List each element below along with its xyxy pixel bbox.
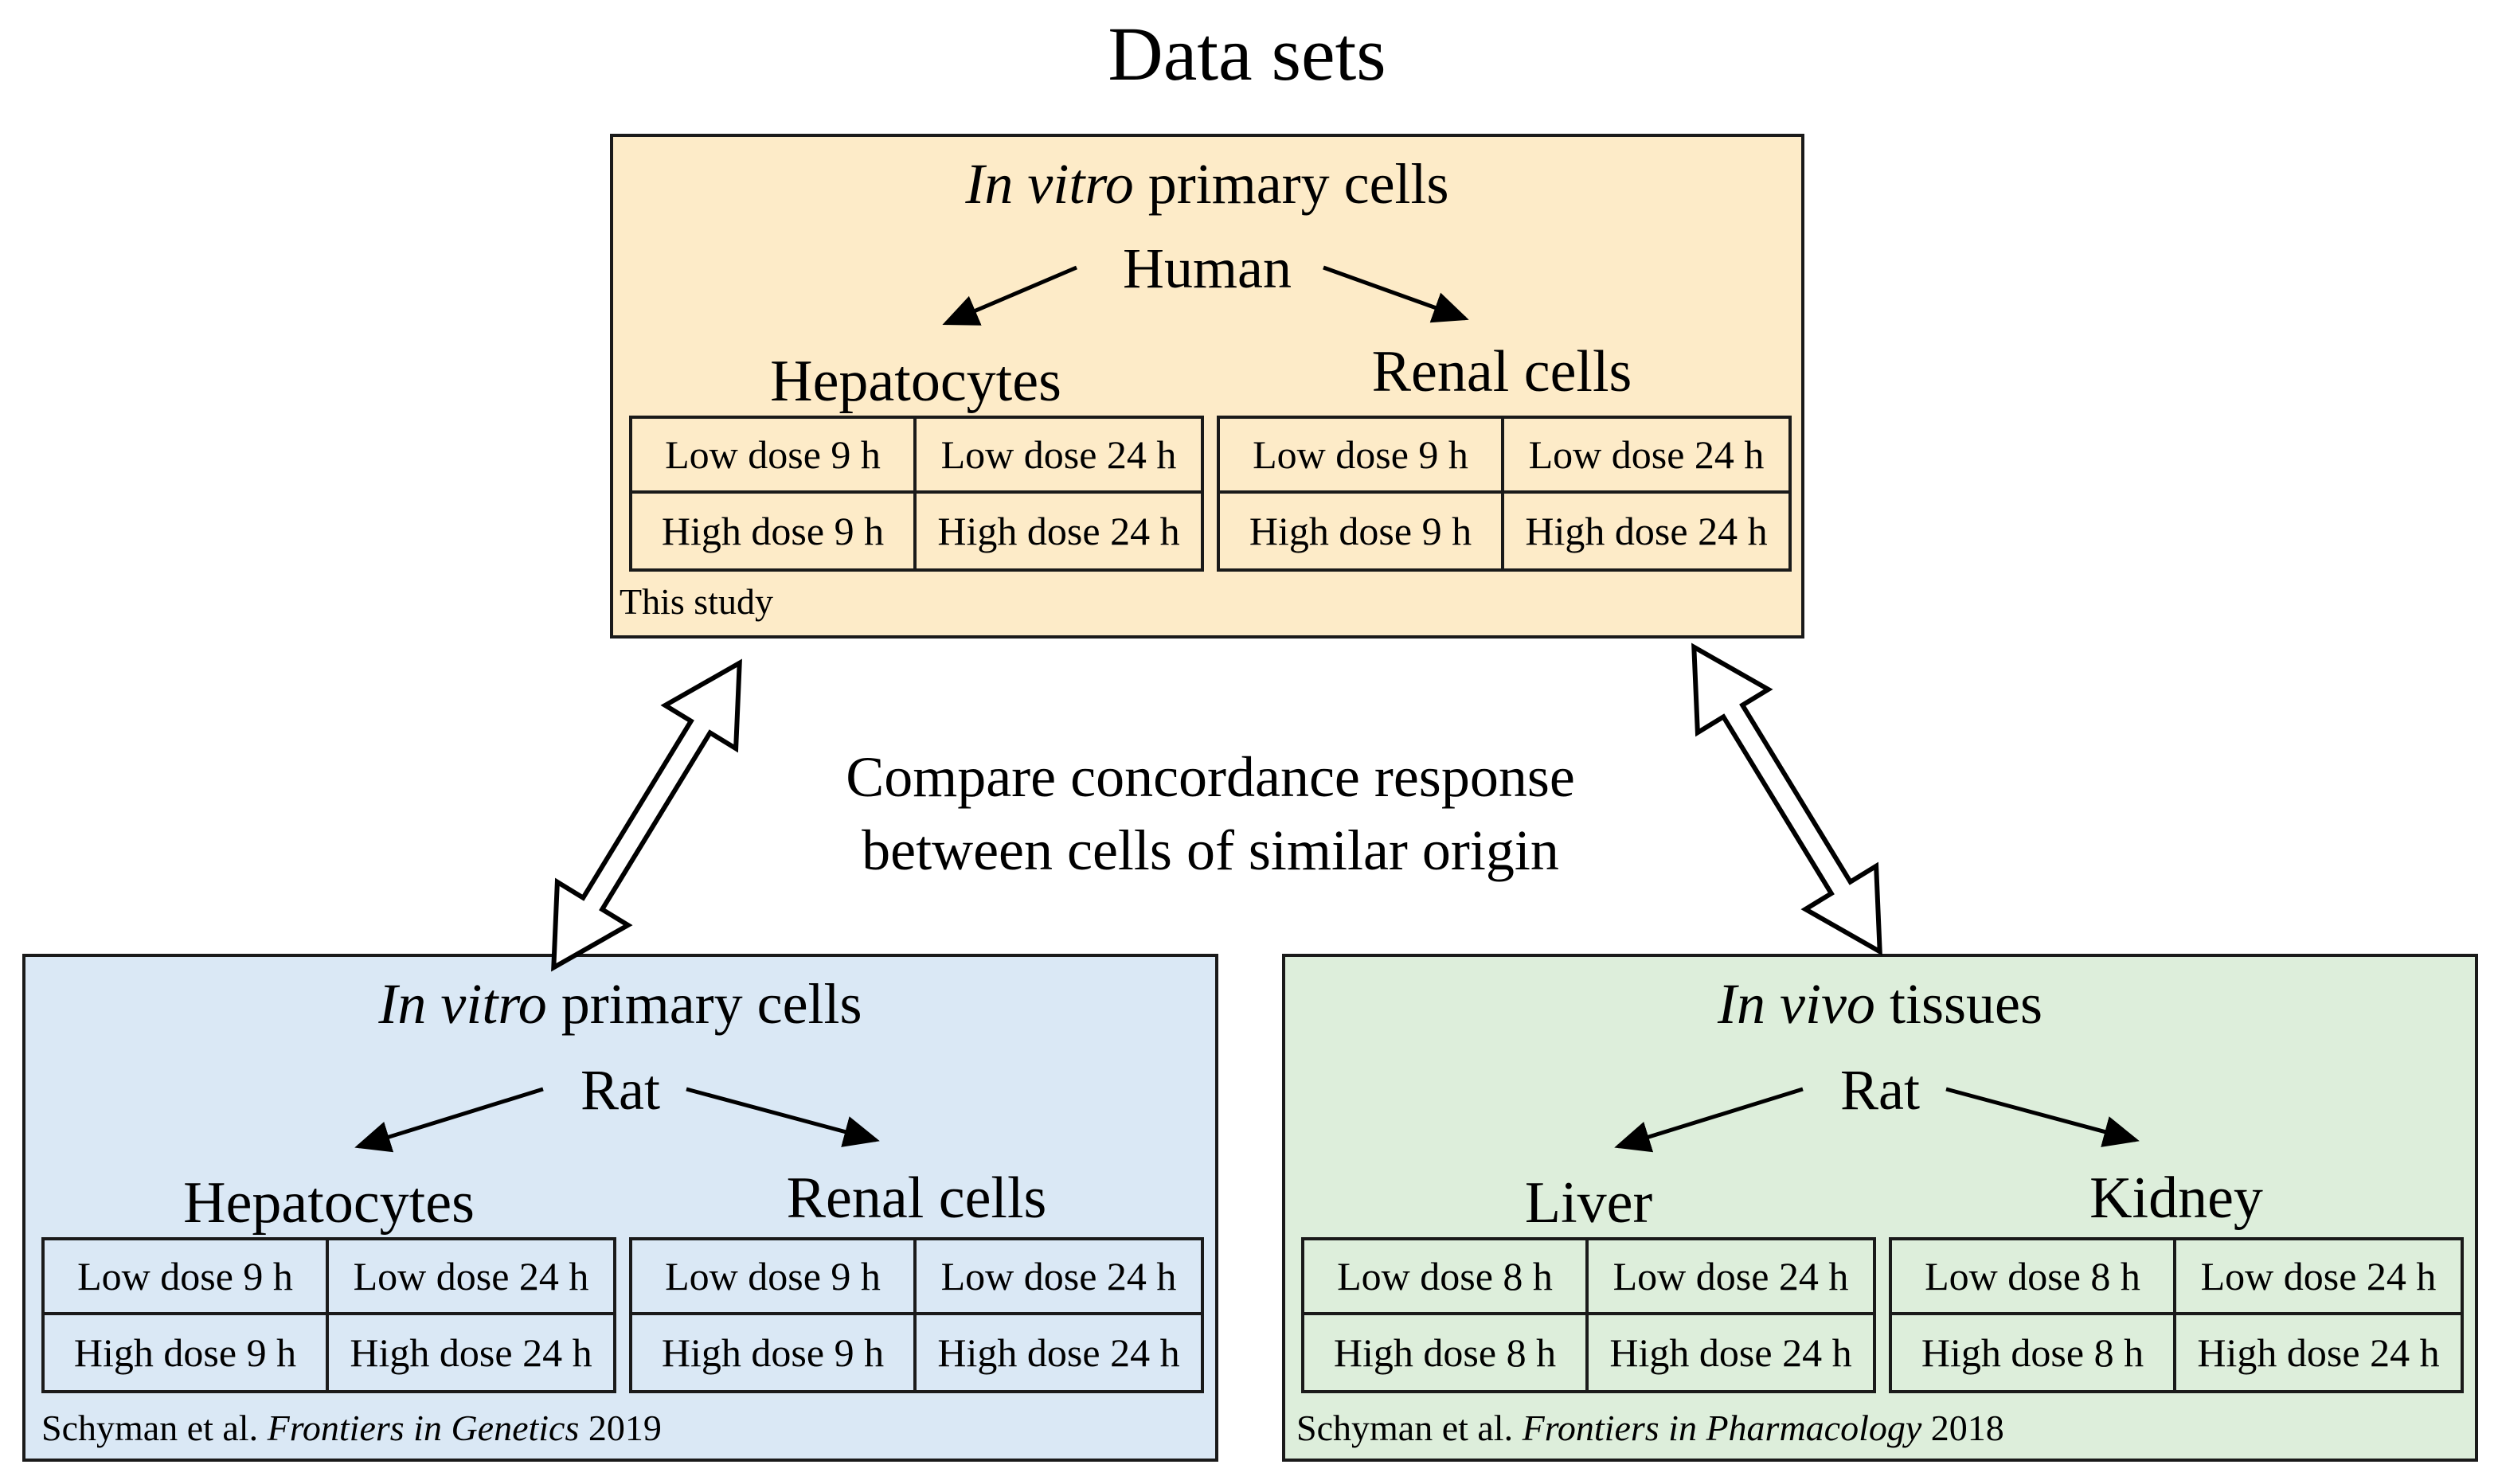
heading-rest: primary cells: [561, 972, 862, 1036]
compare-line-2: between cells of similar origin: [862, 818, 1559, 882]
heading-italic: In vitro: [965, 152, 1134, 216]
table-cell: High dose 24 h: [937, 509, 1180, 553]
table-cell: High dose 9 h: [1220, 494, 1504, 568]
arrow-icon: [686, 1087, 880, 1147]
top-panel-species: Human: [1123, 236, 1292, 300]
hepatocytes-dose-table: Low dose 9 h Low dose 24 h High dose 9 h…: [41, 1237, 616, 1393]
kidney-dose-table: Low dose 8 h Low dose 24 h High dose 8 h…: [1889, 1237, 2464, 1393]
compare-caption: Compare concordance response between cel…: [717, 740, 1704, 887]
renal-cells-dose-table: Low dose 9 h Low dose 24 h High dose 9 h…: [1217, 416, 1792, 572]
arrow-icon: [1614, 1087, 1804, 1153]
top-panel-heading: In vitro primary cells: [613, 148, 1801, 220]
renal-cells-dose-table: Low dose 9 h Low dose 24 h High dose 9 h…: [629, 1237, 1204, 1393]
table-cell: High dose 9 h: [45, 1315, 329, 1390]
table-cell: High dose 8 h: [1304, 1315, 1589, 1390]
table-cell: High dose 24 h: [350, 1330, 592, 1375]
hepatocytes-dose-table: Low dose 9 h Low dose 24 h High dose 9 h…: [629, 416, 1204, 572]
left-panel-species: Rat: [580, 1058, 660, 1122]
heading-italic: In vivo: [1718, 972, 1875, 1036]
table-cell: High dose 24 h: [2197, 1330, 2440, 1375]
arrow-icon: [1945, 1087, 2140, 1147]
reference-journal: Frontiers in Pharmacology: [1522, 1408, 1922, 1448]
reference-journal: Frontiers in Genetics: [267, 1408, 580, 1448]
table-cell: Low dose 9 h: [1220, 419, 1504, 494]
page-title: Data sets: [1108, 11, 1386, 96]
group-title-hepatocytes: Hepatocytes: [183, 1170, 475, 1236]
table-cell: Low dose 24 h: [1589, 1240, 1873, 1315]
table-cell: Low dose 9 h: [632, 1240, 917, 1315]
reference-authors: Schyman et al.: [41, 1408, 259, 1448]
reference-year: 2018: [1930, 1408, 2004, 1448]
group-title-renal-cells: Renal cells: [786, 1166, 1047, 1231]
compare-line-1: Compare concordance response: [846, 745, 1575, 809]
table-cell: Low dose 9 h: [45, 1240, 329, 1315]
right-panel-heading: In vivo tissues: [1285, 968, 2475, 1040]
group-title-liver: Liver: [1524, 1170, 1653, 1236]
left-panel-reference: Schyman et al. Frontiers in Genetics 201…: [41, 1406, 662, 1451]
arrow-icon: [354, 1087, 544, 1153]
table-cell: High dose 24 h: [1525, 509, 1768, 553]
table-cell: Low dose 24 h: [917, 419, 1201, 494]
reference-year: 2019: [588, 1408, 662, 1448]
table-cell: Low dose 8 h: [1892, 1240, 2176, 1315]
table-cell: Low dose 24 h: [329, 1240, 613, 1315]
reference-authors: Schyman et al.: [1296, 1408, 1514, 1448]
table-cell: Low dose 24 h: [2176, 1240, 2461, 1315]
table-cell: High dose 24 h: [937, 1330, 1180, 1375]
table-cell: Low dose 24 h: [1504, 419, 1788, 494]
table-cell: High dose 9 h: [632, 494, 917, 568]
top-panel: In vitro primary cells Human Hepatocytes…: [610, 134, 1804, 639]
arrow-icon: [1323, 265, 1469, 323]
group-title-hepatocytes: Hepatocytes: [770, 349, 1061, 414]
group-title-renal-cells: Renal cells: [1371, 339, 1632, 404]
table-cell: High dose 8 h: [1892, 1315, 2176, 1390]
double-arrow-icon: [551, 658, 742, 972]
top-panel-reference: This study: [620, 581, 773, 622]
table-cell: High dose 24 h: [1609, 1330, 1852, 1375]
table-cell: Low dose 24 h: [917, 1240, 1201, 1315]
left-panel: In vitro primary cells Rat Hepatocytes R…: [22, 954, 1218, 1462]
arrow-icon: [942, 265, 1077, 326]
heading-rest: primary cells: [1147, 152, 1449, 216]
liver-dose-table: Low dose 8 h Low dose 24 h High dose 8 h…: [1301, 1237, 1876, 1393]
heading-italic: In vitro: [378, 972, 547, 1036]
heading-rest: tissues: [1889, 972, 2042, 1036]
table-cell: Low dose 9 h: [632, 419, 917, 494]
left-panel-heading: In vitro primary cells: [25, 968, 1215, 1040]
right-panel-species: Rat: [1840, 1058, 1920, 1122]
double-arrow-icon: [1691, 642, 1882, 956]
table-cell: High dose 9 h: [632, 1315, 917, 1390]
right-panel-reference: Schyman et al. Frontiers in Pharmacology…: [1296, 1406, 2004, 1451]
table-cell: Low dose 8 h: [1304, 1240, 1589, 1315]
group-title-kidney: Kidney: [2089, 1166, 2263, 1231]
right-panel: In vivo tissues Rat Liver Kidney Low dos…: [1282, 954, 2478, 1462]
